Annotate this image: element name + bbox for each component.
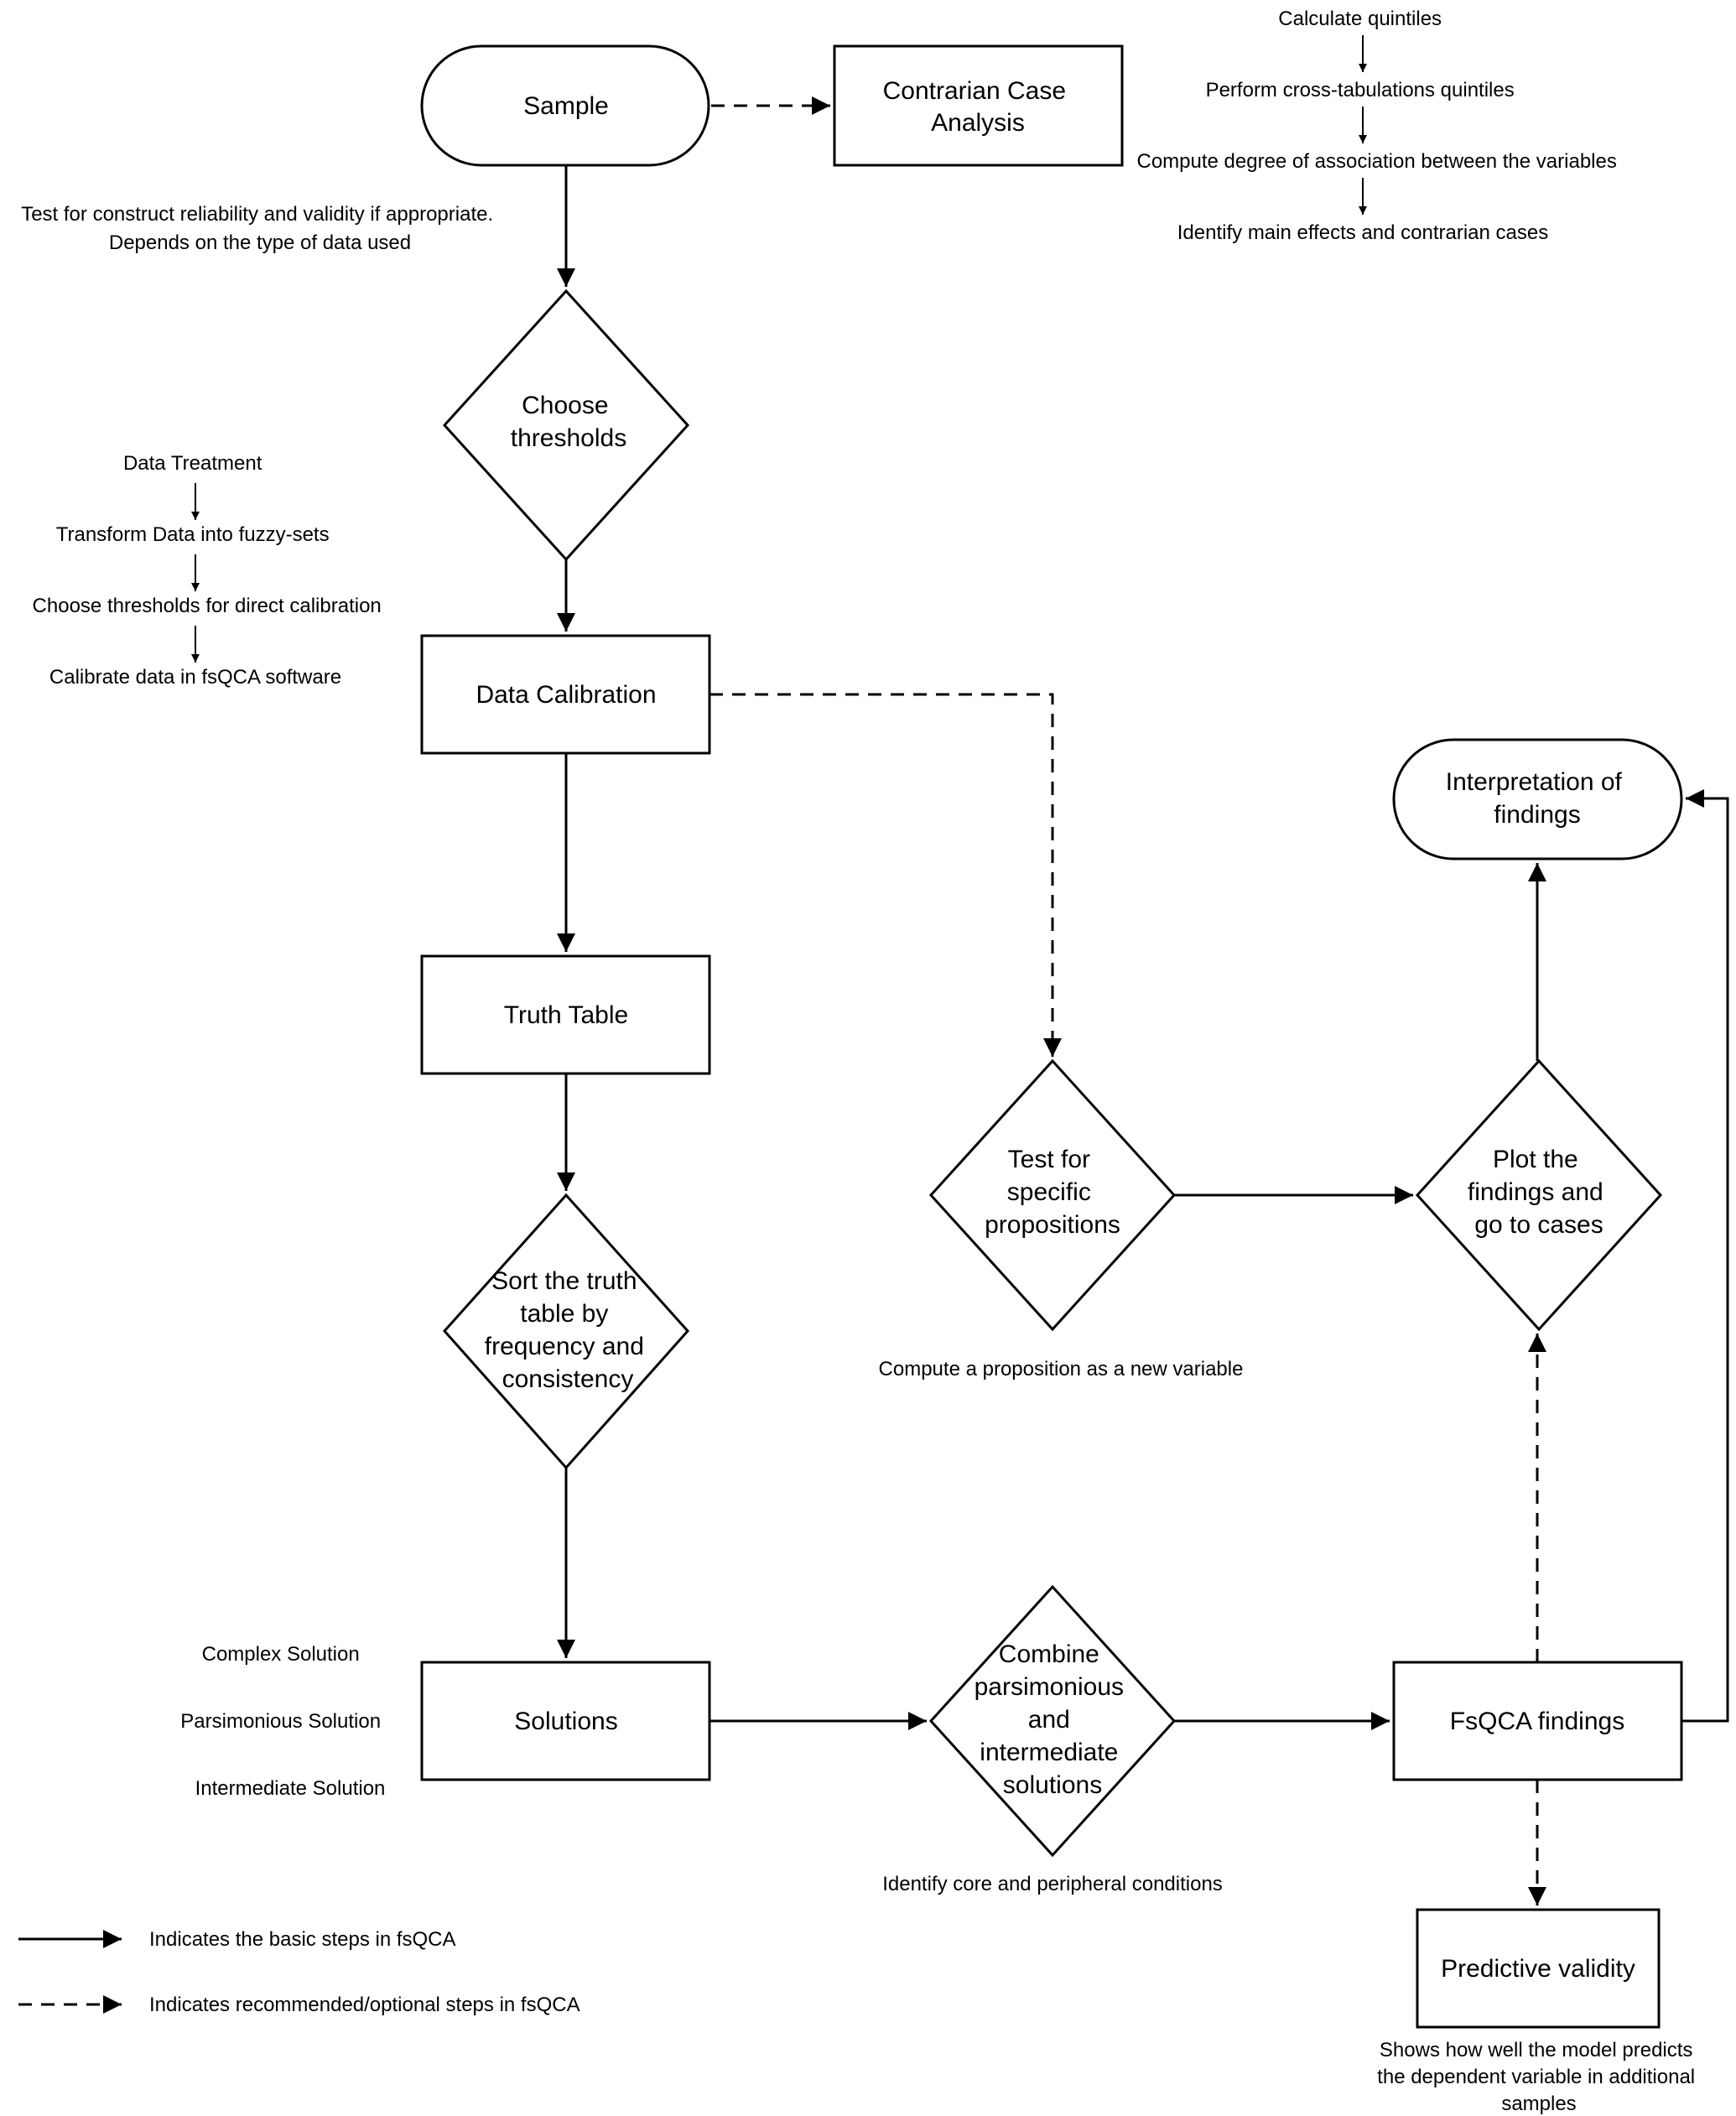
sort-truth-table-node: [442, 1193, 690, 1470]
reliability-note: Test for construct reliability and valid…: [21, 203, 499, 254]
solutions-node: [420, 1661, 711, 1781]
fsqca-findings-node: [1392, 1661, 1683, 1781]
sort-truth-table-label: Sort the truth table by frequency and co…: [485, 1267, 651, 1393]
combine-solutions-label: Combine parsimonious and intermediate so…: [975, 1640, 1131, 1799]
edge-calibration-to-test: [709, 693, 1062, 1057]
contrarian-steps-note: Calculate quintiles Perform cross-tabula…: [1136, 8, 1622, 244]
legend-solid-label: Indicates the basic steps in fsQCA: [149, 1928, 456, 1951]
solutions-label: Solutions: [514, 1708, 617, 1735]
test-propositions-node: [928, 1058, 1177, 1332]
proposition-note: Compute a proposition as a new variable: [879, 1358, 1244, 1380]
data-calibration-label: Data Calibration: [476, 681, 656, 709]
legend-dashed-label: Indicates recommended/optional steps in …: [149, 1994, 580, 2016]
core-conditions-note: Identify core and peripheral conditions: [882, 1873, 1223, 1895]
truth-table-label: Truth Table: [504, 1001, 628, 1029]
predictive-validity-label: Predictive validity: [1441, 1955, 1635, 1983]
legend: Indicates the basic steps in fsQCA Indic…: [18, 1928, 580, 2016]
interpretation-label: Interpretation of findings: [1446, 768, 1629, 829]
data-calibration-node: [420, 634, 711, 755]
contrarian-case-node: [833, 44, 1124, 167]
sample-label: Sample: [523, 92, 609, 120]
fsqca-findings-label: FsQCA findings: [1450, 1708, 1624, 1735]
test-propositions-label: Test for specific propositions: [985, 1146, 1120, 1239]
truth-table-node: [420, 954, 711, 1075]
combine-solutions-node: [928, 1584, 1177, 1858]
solution-types-note: Complex Solution Parsimonious Solution I…: [180, 1643, 386, 1800]
predictive-note: Shows how well the model predicts the de…: [1377, 2039, 1701, 2115]
plot-findings-label: Plot the findings and go to cases: [1468, 1146, 1610, 1239]
plot-findings-node: [1415, 1058, 1663, 1332]
predictive-validity-node: [1416, 1908, 1661, 2029]
data-treatment-note: Data Treatment Transform Data into fuzzy…: [33, 452, 387, 689]
edge-findings-to-interpretation: [1681, 789, 1729, 1723]
contrarian-case-label: Contrarian Case Analysis: [883, 77, 1073, 137]
choose-thresholds-label: Choose thresholds: [511, 392, 626, 452]
interpretation-node: [1392, 738, 1683, 860]
